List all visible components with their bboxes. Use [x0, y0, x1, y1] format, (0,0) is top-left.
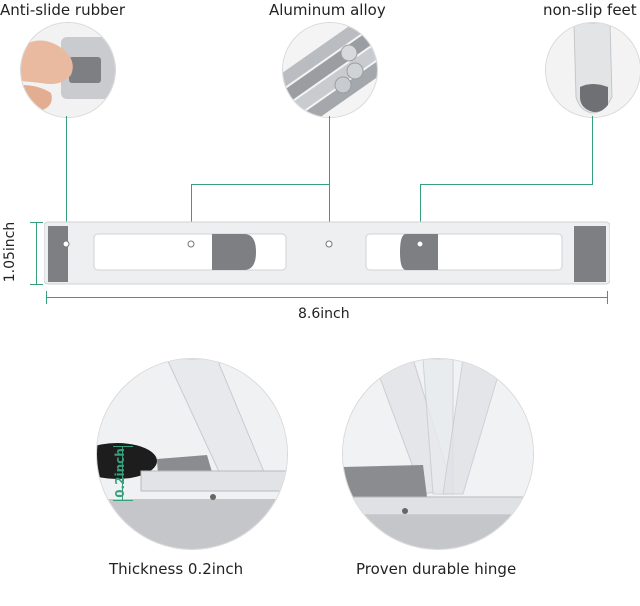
- thickness-tick-top: [113, 446, 133, 447]
- connector-alloy-horizontal: [191, 184, 330, 185]
- height-dimension-line: [36, 222, 37, 284]
- thickness-dimension-label: 0.2inch: [113, 448, 127, 498]
- width-dimension-label: 8.6inch: [298, 306, 350, 322]
- connector-alloy-vertical-left: [191, 184, 192, 242]
- aluminum-rods-closeup-image: [282, 22, 378, 118]
- height-dimension-label: 1.05inch: [2, 221, 18, 283]
- connector-rubber-vertical: [66, 116, 67, 244]
- hinge-closeup-image: [342, 358, 534, 550]
- width-dimension-tick-right: [607, 291, 608, 304]
- caption-hinge: Proven durable hinge: [356, 560, 517, 578]
- width-dimension-tick-left: [46, 291, 47, 304]
- finger-rubber-closeup-image: [20, 22, 116, 118]
- thickness-tick-bottom: [113, 500, 133, 501]
- label-non-slip-feet: non-slip feet: [543, 1, 637, 19]
- connector-alloy-vertical-top: [329, 116, 330, 242]
- non-slip-foot-closeup-image: [545, 22, 640, 118]
- connector-feet-vertical-down: [420, 184, 421, 242]
- thickness-closeup-image: [96, 358, 288, 550]
- laptop-stand-top-view: [43, 220, 611, 286]
- connector-feet-horizontal: [420, 184, 593, 185]
- label-aluminum-alloy: Aluminum alloy: [269, 1, 386, 19]
- height-dimension-tick-top: [30, 222, 43, 223]
- connector-feet-vertical: [592, 116, 593, 184]
- width-dimension-line: [46, 297, 608, 298]
- label-anti-slide-rubber: Anti-slide rubber: [0, 1, 126, 19]
- thickness-line: [122, 446, 123, 501]
- height-dimension-tick-bottom: [30, 284, 43, 285]
- caption-thickness: Thickness 0.2inch: [109, 560, 244, 578]
